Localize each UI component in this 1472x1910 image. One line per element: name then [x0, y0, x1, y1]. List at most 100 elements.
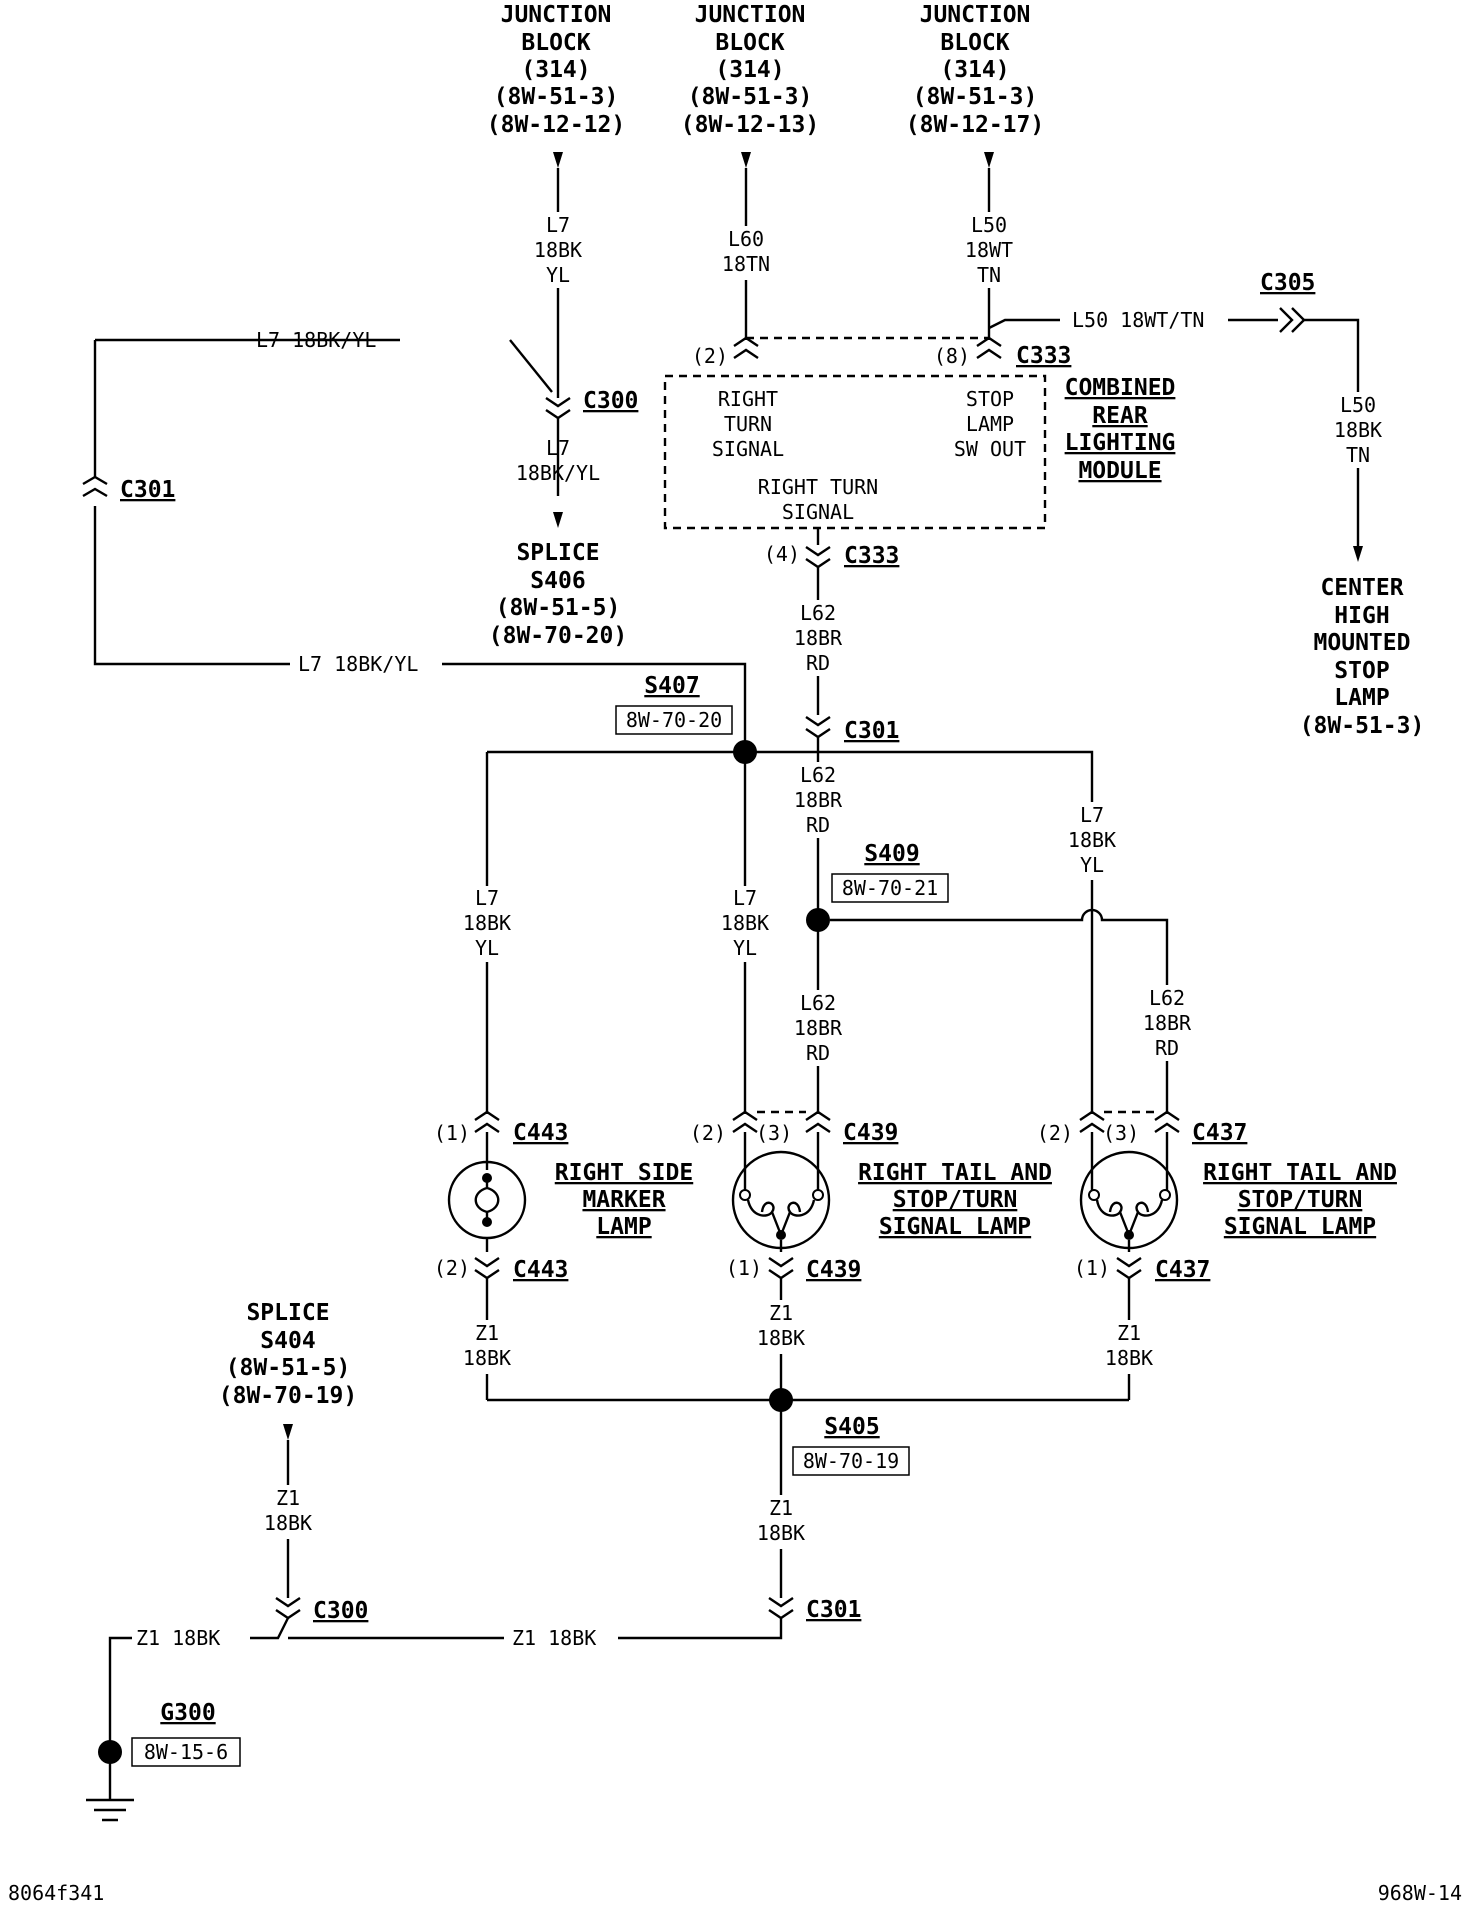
svg-text:JUNCTION: JUNCTION — [501, 2, 612, 28]
svg-text:TURN: TURN — [724, 412, 772, 436]
svg-text:YL: YL — [546, 263, 570, 287]
svg-text:L50: L50 — [1340, 393, 1376, 417]
svg-text:18BK: 18BK — [1334, 418, 1382, 442]
svg-text:(314): (314) — [521, 57, 590, 83]
svg-text:8W-70-19: 8W-70-19 — [803, 1449, 899, 1473]
wire-label-z1-s404: Z1 18BK — [258, 1485, 318, 1539]
wire-label-l60: L60 18TN — [716, 226, 776, 280]
footer-figure-id: 8064f341 — [8, 1881, 104, 1905]
label-right-tail-stop-turn-lamp-1: RIGHT TAIL AND STOP/TURN SIGNAL LAMP — [858, 1160, 1052, 1240]
svg-text:S409: S409 — [864, 841, 919, 867]
svg-text:SIGNAL LAMP: SIGNAL LAMP — [1224, 1214, 1376, 1240]
svg-text:18BK: 18BK — [264, 1511, 312, 1535]
svg-text:18BK: 18BK — [1068, 828, 1116, 852]
connector-c439-bottom: (1) C439 — [726, 1256, 862, 1283]
svg-text:STOP/TURN: STOP/TURN — [893, 1187, 1018, 1213]
svg-text:(8W-70-19): (8W-70-19) — [219, 1383, 357, 1409]
wire-label-l62-low: L62 18BR RD — [788, 990, 848, 1066]
svg-text:(2): (2) — [434, 1256, 470, 1280]
svg-text:SPLICE: SPLICE — [516, 540, 599, 566]
wire-label-l7-side: L7 18BK YL — [463, 886, 511, 960]
connector-c301-bottom: C301 — [768, 1597, 861, 1623]
svg-text:RD: RD — [806, 813, 830, 837]
svg-text:L62: L62 — [800, 991, 836, 1015]
svg-text:TN: TN — [1346, 443, 1370, 467]
svg-text:RIGHT TURN: RIGHT TURN — [758, 475, 878, 499]
svg-text:LAMP: LAMP — [966, 412, 1014, 436]
connector-c437-bottom: (1) C437 — [1074, 1256, 1211, 1283]
wire-label-l7-loop: L7 18BK/YL — [256, 328, 376, 352]
svg-text:C301: C301 — [844, 718, 899, 744]
svg-text:18BK: 18BK — [463, 911, 511, 935]
svg-text:C301: C301 — [120, 477, 175, 503]
svg-text:18BK: 18BK — [463, 1346, 511, 1370]
svg-text:L7: L7 — [546, 213, 570, 237]
svg-text:RD: RD — [1155, 1036, 1179, 1060]
svg-text:COMBINED: COMBINED — [1065, 375, 1176, 401]
connector-c439-top: (2) (3) C439 — [690, 1110, 898, 1146]
svg-text:RIGHT: RIGHT — [718, 387, 778, 411]
ground-g300-dot — [98, 1740, 122, 1764]
connector-c333-pin8: (8) C333 — [934, 336, 1071, 369]
label-right-side-marker-lamp: RIGHT SIDE MARKER LAMP — [555, 1160, 693, 1240]
connector-c300-top: C300 — [545, 388, 638, 420]
svg-text:RIGHT TAIL AND: RIGHT TAIL AND — [858, 1160, 1052, 1186]
module-title-combined-rear-lighting-module: COMBINED REAR LIGHTING MODULE — [1065, 375, 1176, 484]
connector-c333-pin4: (4) C333 — [764, 542, 900, 569]
source-arrow-3 — [984, 152, 994, 168]
wire-label-l62-top: L62 18BR RD — [788, 600, 848, 676]
wire-label-l62-mid: L62 18BR RD — [788, 762, 848, 838]
svg-text:JUNCTION: JUNCTION — [695, 2, 806, 28]
svg-text:(8W-70-20): (8W-70-20) — [489, 623, 627, 649]
wire-label-l50: L50 18WT TN — [955, 212, 1023, 288]
svg-text:HIGH: HIGH — [1334, 603, 1389, 629]
wire-label-l50-tn: L50 18BK TN — [1324, 392, 1392, 468]
svg-text:(8W-51-5): (8W-51-5) — [226, 1355, 351, 1381]
connector-c301-center: C301 — [805, 716, 899, 744]
svg-text:(8W-51-3): (8W-51-3) — [688, 84, 813, 110]
arrow-from-s404 — [283, 1424, 293, 1440]
svg-text:18BK: 18BK — [757, 1521, 805, 1545]
side-marker-lamp-symbol — [447, 1132, 527, 1252]
wire-label-z1-bottom-left: Z1 18BK — [136, 1626, 220, 1650]
svg-text:JUNCTION: JUNCTION — [920, 2, 1031, 28]
svg-text:SIGNAL LAMP: SIGNAL LAMP — [879, 1214, 1031, 1240]
tail-stop-turn-lamp-symbol-c439 — [731, 1132, 831, 1252]
svg-text:L7: L7 — [733, 886, 757, 910]
svg-text:(8W-51-3): (8W-51-3) — [1300, 713, 1425, 739]
svg-text:(3): (3) — [1103, 1121, 1139, 1145]
svg-text:TN: TN — [977, 263, 1001, 287]
wire-label-l50-inline: L50 18WT/TN — [1072, 308, 1204, 332]
svg-text:C333: C333 — [844, 543, 899, 569]
connector-c437-top: (2) (3) C437 — [1037, 1110, 1247, 1146]
svg-text:C443: C443 — [513, 1120, 568, 1146]
wire-label-l7-right: L7 18BK YL — [1062, 802, 1122, 878]
svg-text:S407: S407 — [644, 673, 699, 699]
combined-rear-lighting-module-box — [663, 374, 1047, 530]
svg-text:SIGNAL: SIGNAL — [782, 500, 854, 524]
module-pin-right-turn-signal: RIGHT TURN SIGNAL — [712, 387, 784, 461]
module-pin-right-turn-signal-bottom: RIGHT TURN SIGNAL — [758, 475, 878, 524]
svg-text:BLOCK: BLOCK — [715, 30, 784, 56]
svg-text:C301: C301 — [806, 1597, 861, 1623]
connector-c443-top: (1) C443 — [434, 1110, 568, 1146]
splice-s405: S405 8W-70-19 — [792, 1414, 910, 1476]
svg-text:YL: YL — [733, 936, 757, 960]
svg-text:Z1: Z1 — [276, 1486, 300, 1510]
footer-page-ref: 968W-14 — [1378, 1881, 1462, 1905]
wire-label-l7-bottom: L7 18BK/YL — [298, 652, 418, 676]
svg-text:(8W-12-13): (8W-12-13) — [681, 112, 819, 138]
svg-text:18BK: 18BK — [1105, 1346, 1153, 1370]
svg-text:(8W-12-17): (8W-12-17) — [906, 112, 1044, 138]
svg-text:LAMP: LAMP — [596, 1214, 651, 1240]
svg-text:18BK: 18BK — [721, 911, 769, 935]
source-junction-block-2: JUNCTION BLOCK (314) (8W-51-3) (8W-12-13… — [681, 2, 819, 138]
svg-text:18BK: 18BK — [757, 1326, 805, 1350]
source-arrow-2 — [741, 152, 751, 168]
svg-text:(2): (2) — [1037, 1121, 1073, 1145]
svg-text:MODULE: MODULE — [1078, 458, 1161, 484]
svg-text:BLOCK: BLOCK — [940, 30, 1009, 56]
source-junction-block-1: JUNCTION BLOCK (314) (8W-51-3) (8W-12-12… — [487, 2, 625, 138]
svg-text:L62: L62 — [800, 601, 836, 625]
